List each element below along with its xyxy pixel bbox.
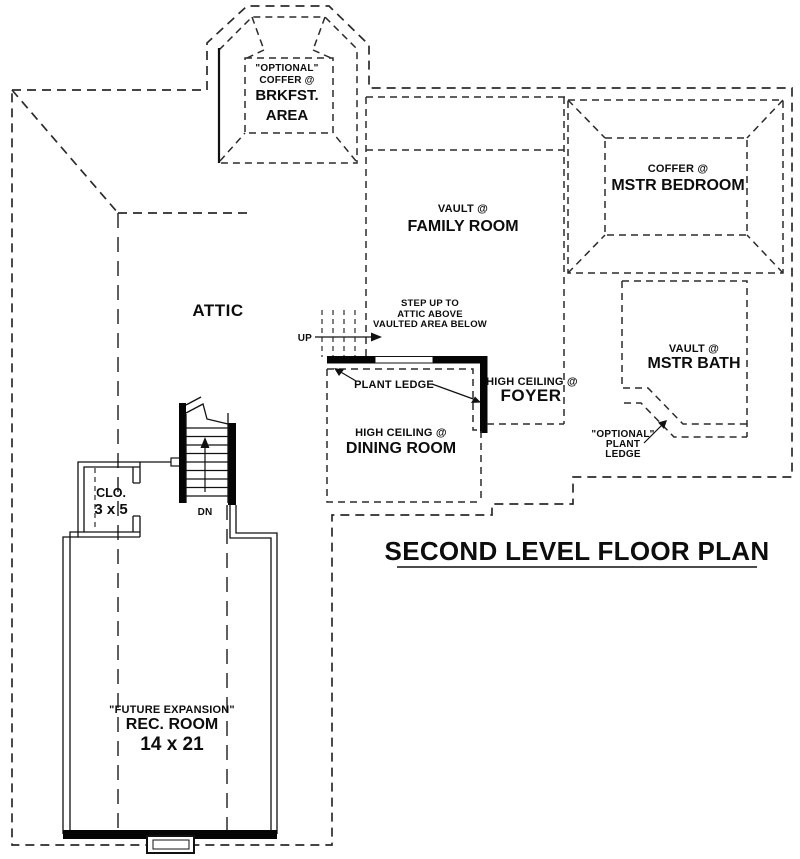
svg-text:VAULTED AREA BELOW: VAULTED AREA BELOW — [373, 319, 487, 330]
room-bedroom-label: COFFER @ MSTR BEDROOM — [611, 163, 744, 194]
optional-ledge-label: "OPTIONAL" PLANT LEDGE — [591, 429, 654, 460]
room-attic-label: ATTIC — [192, 301, 243, 320]
svg-text:ATTIC ABOVE: ATTIC ABOVE — [397, 309, 463, 320]
svg-text:STEP UP TO: STEP UP TO — [401, 298, 459, 309]
plant-ledge-leaders — [334, 368, 481, 403]
svg-text:VAULT @: VAULT @ — [669, 343, 719, 355]
room-foyer-label: HIGH CEILING @ FOYER — [486, 376, 578, 405]
attic-steps — [315, 310, 382, 357]
svg-text:MSTR BEDROOM: MSTR BEDROOM — [611, 177, 744, 194]
plant-ledge-label: PLANT LEDGE — [354, 379, 434, 391]
room-bath-label: VAULT @ MSTR BATH — [647, 343, 740, 372]
step-up-note: STEP UP TO ATTIC ABOVE VAULTED AREA BELO… — [373, 298, 487, 330]
dn-arrow-icon — [200, 437, 210, 448]
svg-text:"OPTIONAL": "OPTIONAL" — [591, 429, 654, 440]
room-dining-label: HIGH CEILING @ DINING ROOM — [346, 427, 456, 457]
svg-text:COFFER @: COFFER @ — [259, 75, 314, 86]
up-label: UP — [298, 333, 312, 344]
svg-text:MSTR BATH: MSTR BATH — [647, 355, 740, 372]
svg-text:REC. ROOM: REC. ROOM — [126, 716, 218, 733]
room-rec-label: "FUTURE EXPANSION" REC. ROOM 14 x 21 — [109, 704, 235, 755]
svg-text:14 x 21: 14 x 21 — [140, 734, 204, 755]
svg-text:DINING ROOM: DINING ROOM — [346, 440, 456, 457]
svg-text:COFFER @: COFFER @ — [648, 163, 709, 175]
svg-text:FAMILY ROOM: FAMILY ROOM — [407, 218, 518, 235]
svg-text:HIGH CEILING @: HIGH CEILING @ — [486, 376, 578, 388]
closet-walls — [77, 457, 181, 538]
attic-valley-lines — [11, 89, 253, 214]
outer-boundary — [11, 5, 793, 846]
rec-room-walls — [62, 505, 278, 854]
plant-ledge-walls — [327, 356, 488, 433]
bath-outline — [621, 280, 748, 438]
svg-text:LEDGE: LEDGE — [605, 449, 641, 460]
brkfst-bay — [217, 16, 358, 164]
room-closet-label: CLO. 3 x 5 — [94, 486, 127, 518]
svg-text:HIGH CEILING @: HIGH CEILING @ — [355, 427, 447, 439]
svg-text:BRKFST.: BRKFST. — [255, 87, 318, 104]
svg-text:"FUTURE EXPANSION": "FUTURE EXPANSION" — [109, 704, 235, 716]
up-arrow-icon — [371, 332, 382, 342]
room-brkfst-label: "OPTIONAL" COFFER @ BRKFST. AREA — [255, 63, 318, 124]
svg-text:PLANT: PLANT — [606, 439, 640, 450]
svg-text:CLO.: CLO. — [96, 486, 126, 500]
bedroom-coffer — [567, 99, 784, 274]
family-room-boundary — [365, 96, 568, 424]
svg-text:"OPTIONAL": "OPTIONAL" — [255, 63, 318, 74]
dn-label: DN — [198, 507, 213, 518]
svg-text:FOYER: FOYER — [500, 386, 561, 405]
page-title: SECOND LEVEL FLOOR PLAN — [385, 536, 770, 566]
room-family-label: VAULT @ FAMILY ROOM — [407, 203, 518, 235]
stairwell — [179, 396, 236, 505]
optional-ledge-leader — [643, 420, 667, 444]
svg-text:3 x 5: 3 x 5 — [94, 501, 127, 518]
svg-text:VAULT @: VAULT @ — [438, 203, 488, 215]
dining-outline — [326, 368, 482, 503]
svg-text:AREA: AREA — [266, 107, 309, 124]
